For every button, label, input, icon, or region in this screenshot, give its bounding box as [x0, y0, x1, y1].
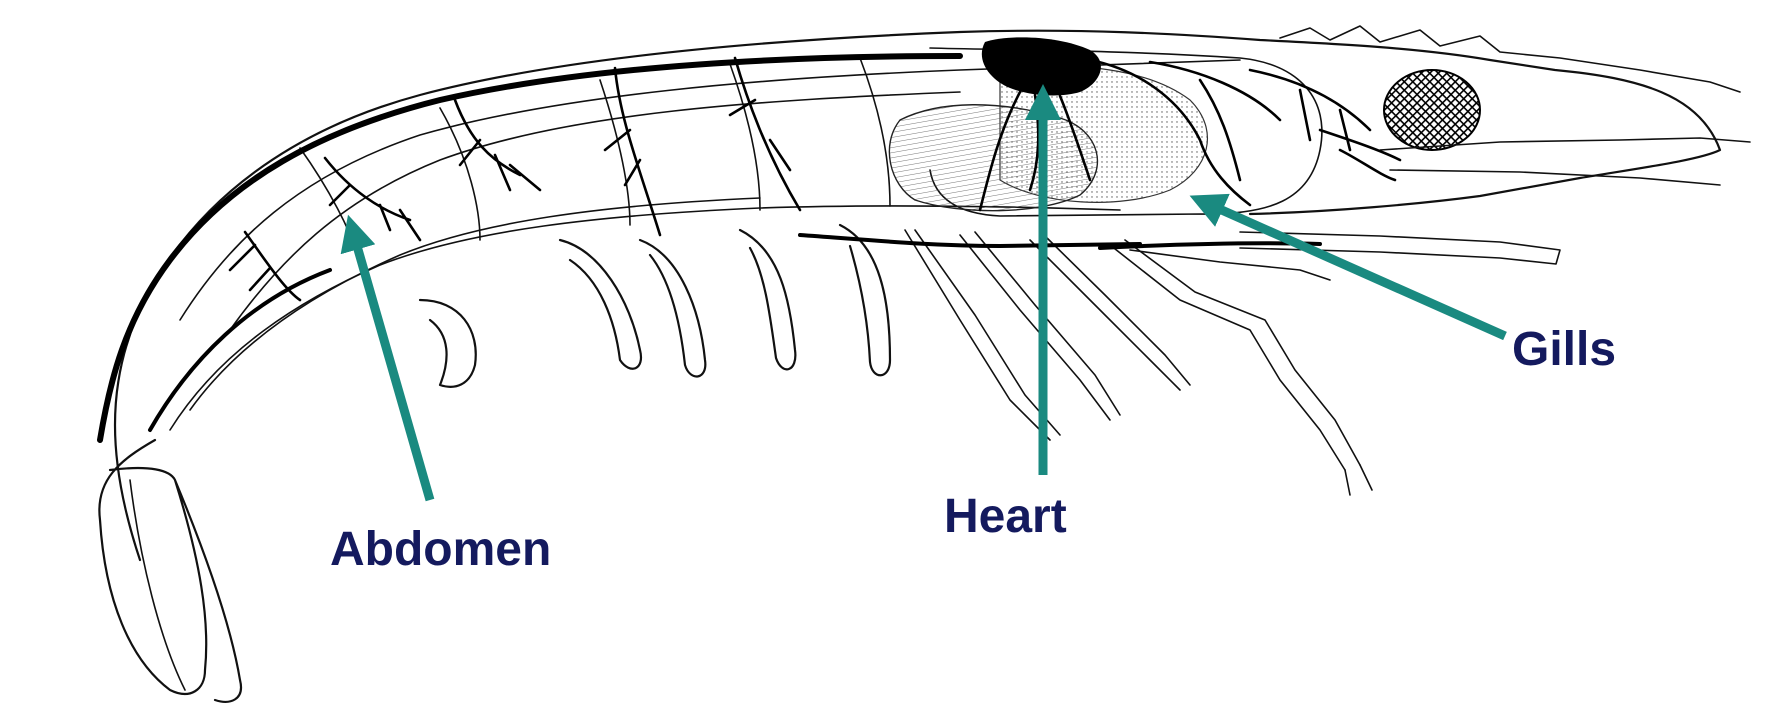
- gills-arrow: [1206, 203, 1505, 336]
- circulatory-system: [100, 37, 1400, 440]
- walking-legs: [905, 230, 1372, 495]
- shrimp-illustration: [99, 26, 1750, 702]
- swimmerets: [420, 225, 890, 387]
- label-gills: Gills: [1512, 323, 1616, 376]
- eye: [1384, 70, 1480, 150]
- label-abdomen: Abdomen: [330, 523, 551, 576]
- rostrum: [1280, 26, 1740, 92]
- label-heart: Heart: [944, 490, 1067, 543]
- abdomen-arrow: [353, 232, 430, 500]
- labels: Abdomen Heart Gills: [330, 323, 1616, 576]
- tail-fan-inner: [130, 480, 185, 690]
